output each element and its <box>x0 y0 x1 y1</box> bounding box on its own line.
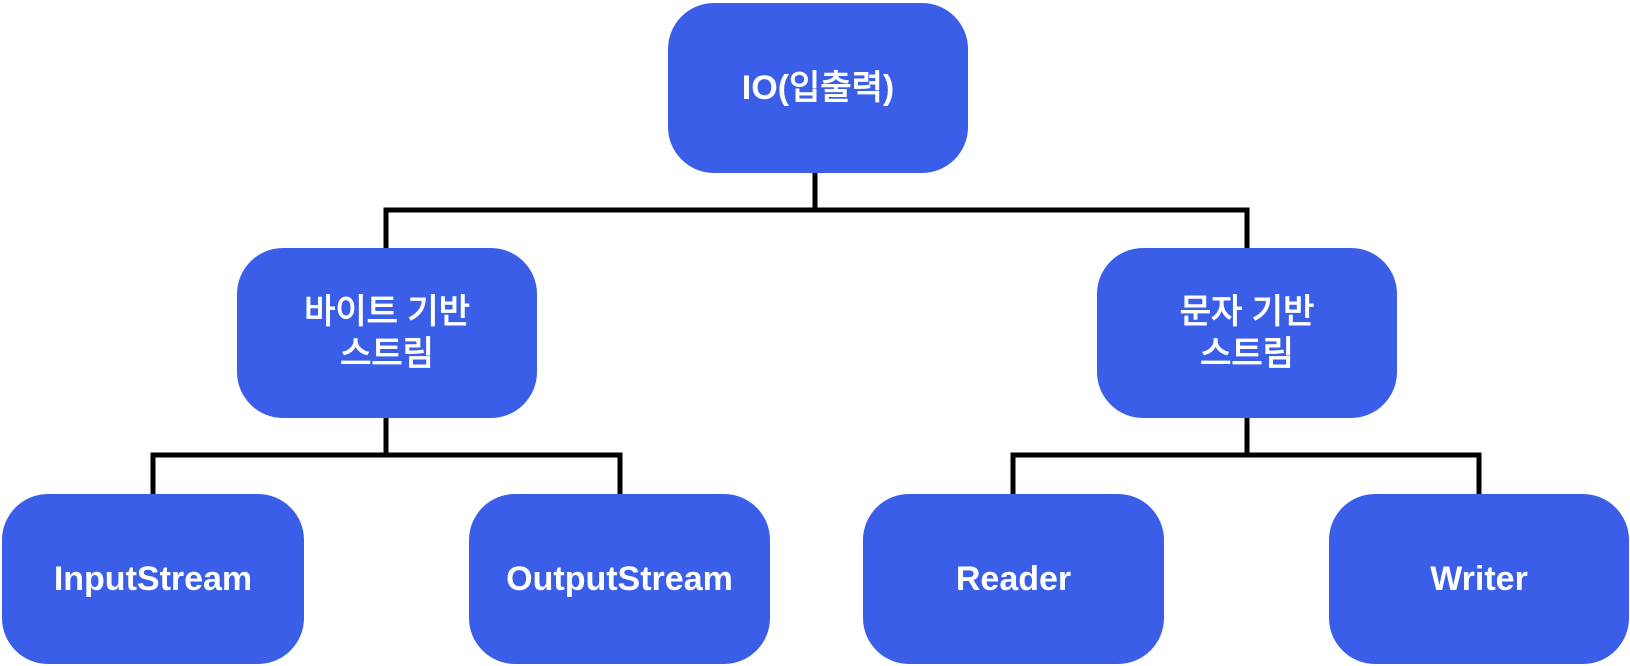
node-writer: Writer <box>1329 494 1629 664</box>
edge-root-to-byte-stream <box>383 173 818 248</box>
edge-root-to-char-stream <box>815 207 1250 248</box>
edge-byte-stream-to-output-stream <box>386 452 623 494</box>
edge-char-stream-to-reader <box>1010 418 1250 494</box>
node-char-stream: 문자 기반 스트림 <box>1097 248 1397 418</box>
node-io-root: IO(입출력) <box>668 3 968 173</box>
edge-byte-stream-to-input-stream <box>150 418 389 494</box>
node-reader: Reader <box>863 494 1164 664</box>
edge-char-stream-to-writer <box>1247 452 1482 494</box>
node-byte-stream: 바이트 기반 스트림 <box>237 248 537 418</box>
node-input-stream: InputStream <box>2 494 304 664</box>
node-output-stream: OutputStream <box>469 494 770 664</box>
